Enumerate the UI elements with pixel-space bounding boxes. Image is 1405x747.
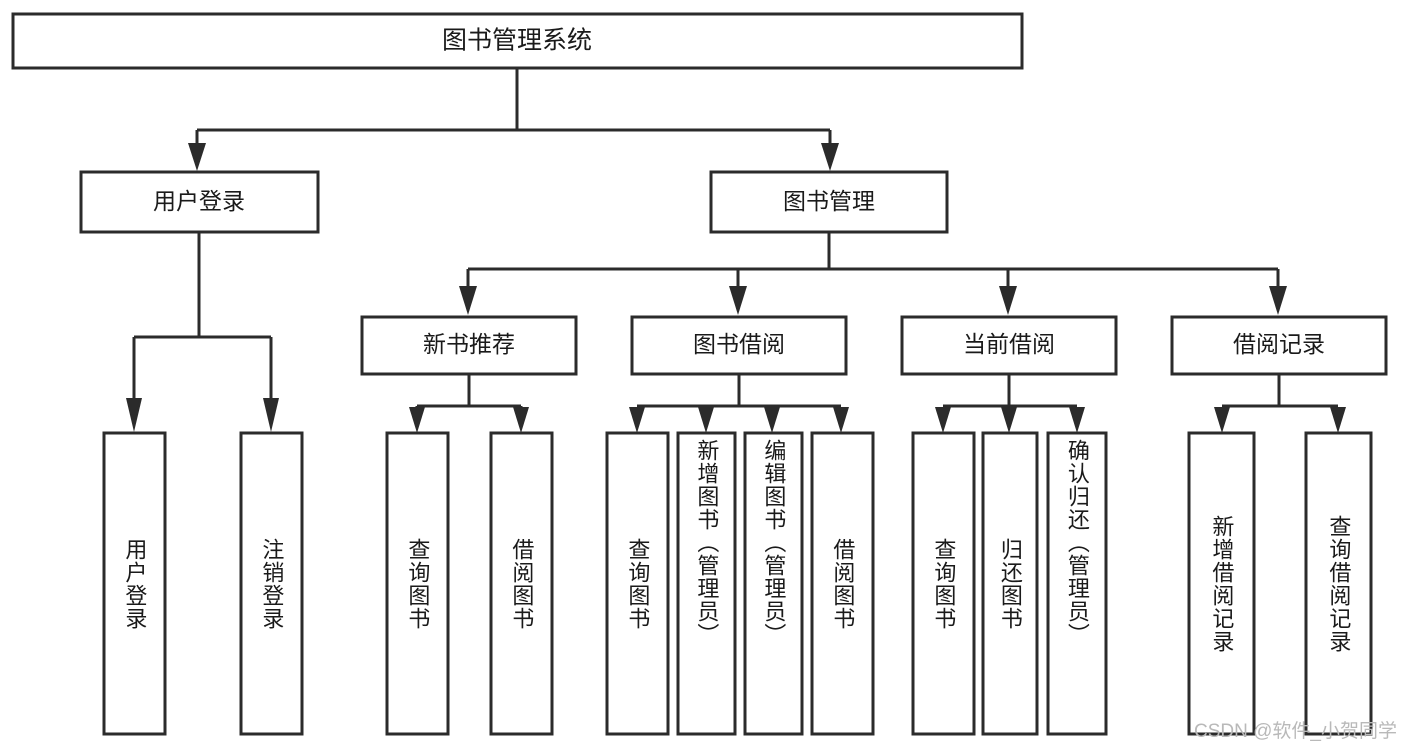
arrow-head-to-book-manage — [821, 143, 839, 171]
leaf-box-current-borrow-2[interactable] — [981, 431, 1039, 736]
arrow-head-to-user-login — [188, 143, 206, 171]
arrow-head-currentborrow-leaf-1 — [935, 407, 951, 433]
book-borrow-label: 图书借阅 — [693, 331, 785, 357]
arrow-head-userlogin-leaf-1 — [126, 398, 142, 432]
new-book-recommend-label: 新书推荐 — [423, 331, 515, 357]
current-borrow-box[interactable] — [900, 315, 1118, 376]
node-root-system[interactable]: 图书管理系统 — [11, 12, 1024, 70]
arrow-head-userlogin-leaf-2 — [263, 398, 279, 432]
node-book-management[interactable]: 图书管理 — [709, 170, 949, 234]
arrow-head-newbook-leaf-1 — [409, 407, 425, 433]
book-management-box[interactable] — [709, 170, 949, 234]
user-login-label: 用户登录 — [153, 188, 245, 214]
leaf-box-borrow-record-1[interactable] — [1187, 431, 1256, 736]
node-new-book-recommend[interactable]: 新书推荐 — [360, 315, 578, 376]
node-borrow-record[interactable]: 借阅记录 — [1170, 315, 1388, 376]
leaf-box-new-book-2[interactable] — [489, 431, 554, 736]
book-borrow-box[interactable] — [630, 315, 848, 376]
arrow-head-to-borrow-record — [1269, 286, 1287, 315]
new-book-recommend-box[interactable] — [360, 315, 578, 376]
leaf-box-user-login-1[interactable] — [102, 431, 167, 736]
arrow-head-to-book-borrow — [729, 286, 747, 315]
arrow-head-to-current-borrow — [999, 286, 1017, 315]
arrow-head-borrowrecord-leaf-1 — [1214, 407, 1230, 433]
arrow-head-bookborrow-leaf-4 — [833, 407, 849, 433]
book-management-label: 图书管理 — [783, 188, 875, 214]
borrow-record-box[interactable] — [1170, 315, 1388, 376]
leaf-box-book-borrow-3[interactable] — [743, 431, 804, 736]
root-box[interactable] — [11, 12, 1024, 70]
leaf-box-book-borrow-2[interactable] — [676, 431, 737, 736]
leaf-box-borrow-record-2[interactable] — [1304, 431, 1373, 736]
arrow-head-to-new-book — [459, 286, 477, 315]
current-borrow-label: 当前借阅 — [963, 331, 1055, 357]
node-book-borrow[interactable]: 图书借阅 — [630, 315, 848, 376]
root-label: 图书管理系统 — [442, 27, 592, 55]
arrow-head-borrowrecord-leaf-2 — [1330, 407, 1346, 433]
arrow-head-currentborrow-leaf-2 — [1001, 407, 1017, 433]
arrow-head-bookborrow-leaf-1 — [629, 407, 645, 433]
leaf-box-current-borrow-1[interactable] — [911, 431, 976, 736]
arrow-head-newbook-leaf-2 — [513, 407, 529, 433]
borrow-record-label: 借阅记录 — [1233, 331, 1325, 357]
leaf-box-new-book-1[interactable] — [385, 431, 450, 736]
leaf-box-book-borrow-1[interactable] — [605, 431, 670, 736]
leaf-box-book-borrow-4[interactable] — [810, 431, 875, 736]
leaf-box-current-borrow-3[interactable] — [1046, 431, 1108, 736]
arrow-head-bookborrow-leaf-2 — [698, 407, 714, 433]
node-current-borrow[interactable]: 当前借阅 — [900, 315, 1118, 376]
node-user-login[interactable]: 用户登录 — [79, 170, 320, 234]
arrow-head-bookborrow-leaf-3 — [764, 407, 780, 433]
arrow-head-currentborrow-leaf-3 — [1069, 407, 1085, 433]
leaf-box-user-login-2[interactable] — [239, 431, 304, 736]
